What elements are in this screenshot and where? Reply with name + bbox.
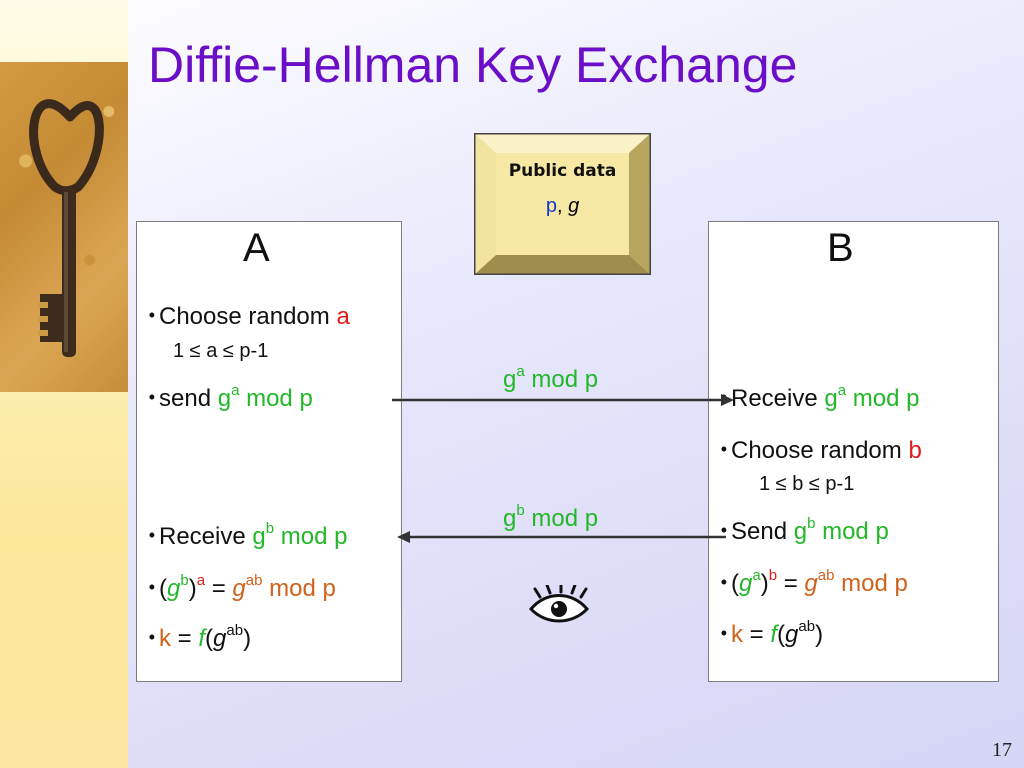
b-choose-random-item: •Choose random b [720,437,922,464]
public-data-box: Public data p, g [474,133,651,275]
slide-title: Diffie-Hellman Key Exchange [148,37,798,93]
message-a-to-b-label: ga mod p [503,363,599,393]
party-a-label: A [243,226,270,270]
b-compute-item: •(ga)b = gab mod p [720,567,908,597]
arrow-b-to-a [397,531,726,543]
party-a-panel: A •Choose random a 1 ≤ a ≤ p-1 •send ga … [136,221,402,682]
page-number: 17 [992,739,1012,761]
a-choose-random-item: •Choose random a [148,303,350,330]
a-range-text: 1 ≤ a ≤ p-1 [173,340,269,362]
a-compute-item: •(gb)a = gab mod p [148,572,336,602]
a-key-item: •k = f(gab) [148,622,252,652]
key-photo-icon [0,62,128,392]
b-receive-item: •Receive ga mod p [721,382,920,412]
b-range-text: 1 ≤ b ≤ p-1 [759,473,855,495]
party-b-panel: B •Receive ga mod p •Choose random b 1 ≤… [708,221,999,682]
arrow-a-to-b [392,394,734,406]
b-send-item: •Send gb mod p [720,515,889,545]
eye-icon [528,585,590,623]
party-b-label: B [827,226,854,270]
a-receive-item: •Receive gb mod p [148,520,348,550]
message-b-to-a-label: gb mod p [503,502,599,532]
public-data-label: Public data [508,161,617,181]
public-data-values: p, g [545,195,580,217]
a-send-item: •send ga mod p [148,382,313,412]
b-key-item: •k = f(gab) [720,618,824,648]
